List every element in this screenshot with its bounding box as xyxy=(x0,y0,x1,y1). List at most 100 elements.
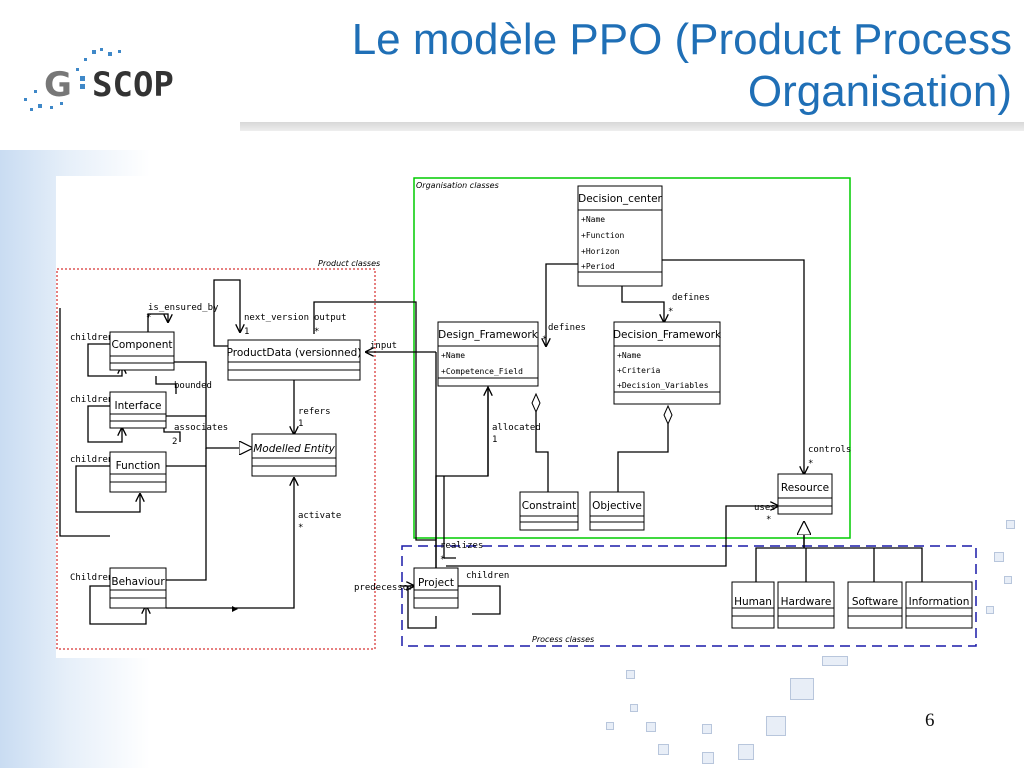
process-package-frame xyxy=(401,545,977,647)
process-package-label: Process classes xyxy=(532,635,594,644)
label-predecessors: predecessors xyxy=(354,583,419,593)
class-information xyxy=(905,581,973,629)
label-refers: refers xyxy=(298,407,331,417)
class-modelled-entity xyxy=(251,433,337,477)
class-software xyxy=(847,581,903,629)
class-name-productdata: ProductData (versionned) xyxy=(227,347,362,359)
deco-square xyxy=(994,552,1004,562)
label-allocated: allocated xyxy=(492,423,541,433)
slide-title: Le modèle PPO (Product Process Organisat… xyxy=(252,14,1012,118)
label-star-output: * xyxy=(314,327,319,337)
class-name-behaviour: Behaviour xyxy=(111,576,165,588)
class-name-objective: Objective xyxy=(592,500,642,512)
class-name-project: Project xyxy=(418,577,454,589)
label-star-defines-1: * xyxy=(542,335,547,345)
organisation-package-frame xyxy=(413,177,851,539)
class-decision-center xyxy=(577,185,663,287)
deco-square xyxy=(626,670,635,679)
deco-square xyxy=(606,722,614,730)
product-package-frame xyxy=(56,268,376,650)
class-hardware xyxy=(777,581,835,629)
label-children-2: children xyxy=(70,395,113,405)
deco-square xyxy=(766,716,786,736)
class-behaviour xyxy=(109,567,167,609)
class-human xyxy=(731,581,775,629)
attr-decision-center-3: +Period xyxy=(581,262,615,271)
class-constraint xyxy=(519,491,579,531)
deco-square xyxy=(1006,520,1015,529)
attr-decision-framework-1: +Criteria xyxy=(617,366,661,375)
ppo-uml-diagram: Product classes Organisation classes Pro… xyxy=(56,176,980,658)
label-star-uses: * xyxy=(766,515,771,525)
label-star-1: * xyxy=(146,313,151,323)
class-decision-framework xyxy=(613,321,721,405)
attr-decision-center-2: +Horizon xyxy=(581,247,620,256)
attr-decision-center-1: +Function xyxy=(581,231,625,240)
organisation-package-label: Organisation classes xyxy=(416,181,499,190)
deco-square xyxy=(790,678,814,700)
title-underline xyxy=(240,122,1024,131)
deco-square xyxy=(702,724,712,734)
title-line-2: Organisation) xyxy=(747,67,1012,116)
attr-design-framework-0: +Name xyxy=(441,351,465,360)
label-star-realizes: * xyxy=(440,555,445,565)
class-name-modelled-entity: Modelled Entity xyxy=(253,443,335,455)
class-name-design-framework: Design_Framework xyxy=(438,329,539,341)
label-associates: associates xyxy=(174,423,228,433)
attr-decision-framework-2: +Decision_Variables xyxy=(617,381,709,390)
label-bounded: bounded xyxy=(174,381,212,391)
class-name-component: Component xyxy=(112,339,173,351)
attr-decision-framework-0: +Name xyxy=(617,351,641,360)
label-star-defines-2: * xyxy=(668,307,673,317)
gscop-logo: G SCOP xyxy=(14,46,204,116)
label-uses: uses xyxy=(754,503,776,513)
class-name-information: Information xyxy=(909,596,970,608)
class-name-decision-framework: Decision_Framework xyxy=(613,329,722,341)
deco-square xyxy=(986,606,994,614)
label-children-1: children xyxy=(70,333,113,343)
class-name-decision-center: Decision_center xyxy=(578,193,662,205)
label-star-controls: * xyxy=(808,459,813,469)
label-star-activate: * xyxy=(298,523,303,533)
label-realizes: realizes xyxy=(440,541,483,551)
class-project xyxy=(413,567,459,609)
label-next-version: next_version xyxy=(244,313,309,323)
deco-square xyxy=(658,744,669,755)
class-name-function: Function xyxy=(116,460,161,472)
label-one-refers: 1 xyxy=(298,419,303,429)
deco-square xyxy=(1004,576,1012,584)
class-name-constraint: Constraint xyxy=(522,500,576,512)
class-name-interface: Interface xyxy=(114,400,161,412)
deco-square xyxy=(822,656,848,666)
label-is-ensured-by: is_ensured_by xyxy=(148,303,219,313)
attr-design-framework-1: +Competence_Field xyxy=(441,367,523,376)
label-controls: controls xyxy=(808,445,851,455)
class-objective xyxy=(589,491,645,531)
class-productdata xyxy=(227,339,361,381)
class-function xyxy=(109,451,167,493)
deco-square xyxy=(702,752,714,764)
attr-decision-center-0: +Name xyxy=(581,215,605,224)
deco-square xyxy=(630,704,638,712)
label-activate: activate xyxy=(298,511,341,521)
class-name-software: Software xyxy=(852,596,898,608)
label-children-3: children xyxy=(70,455,113,465)
class-component xyxy=(109,331,175,371)
label-children-4: Children xyxy=(70,573,113,583)
class-resource xyxy=(777,473,833,515)
label-children-project: children xyxy=(466,571,509,581)
deco-square xyxy=(646,722,656,732)
class-interface xyxy=(109,391,167,429)
page-number: 6 xyxy=(925,710,935,731)
label-output: output xyxy=(314,313,347,323)
title-line-1: Le modèle PPO (Product Process xyxy=(351,15,1012,64)
product-package-label: Product classes xyxy=(318,259,380,268)
label-defines-1: defines xyxy=(548,323,586,333)
class-name-human: Human xyxy=(734,596,772,608)
label-defines-2: defines xyxy=(672,293,710,303)
svg-text:G: G xyxy=(44,65,72,105)
deco-square xyxy=(738,744,754,760)
class-name-hardware: Hardware xyxy=(781,596,832,608)
label-one-allocated: 1 xyxy=(492,435,497,445)
label-one-next: 1 xyxy=(244,327,249,337)
